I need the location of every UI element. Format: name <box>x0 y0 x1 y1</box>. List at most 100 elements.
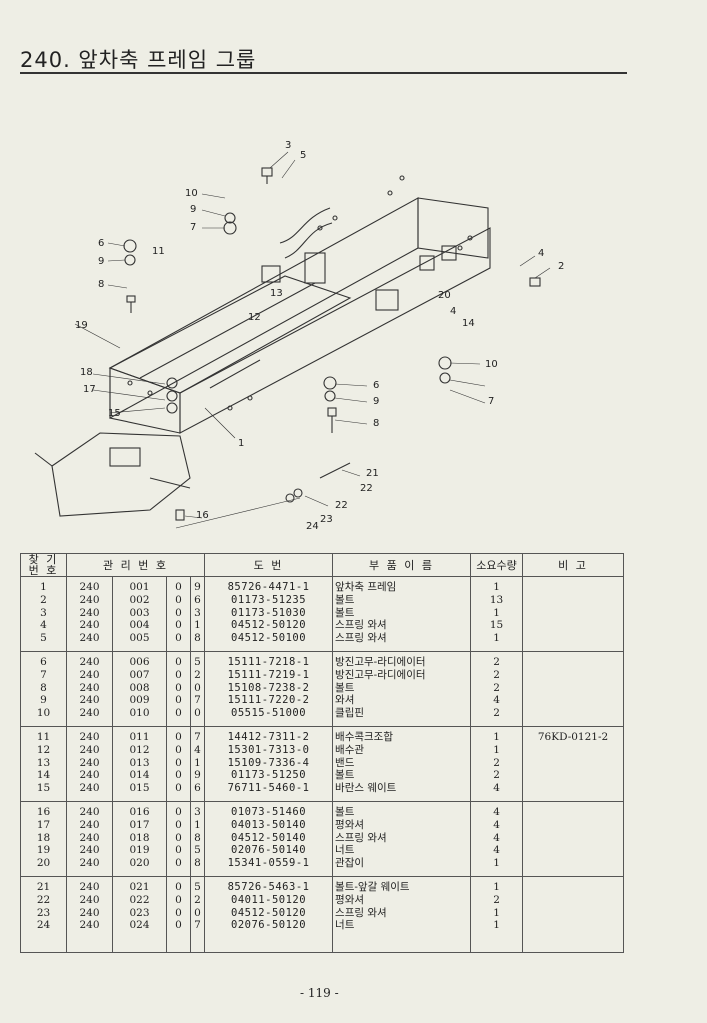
leader-lines <box>74 151 551 529</box>
cell-remark <box>522 906 625 920</box>
cell-drawing: 14412-7311-2 <box>204 726 334 744</box>
callout-label: 4 <box>538 248 545 259</box>
cell-no: 8 <box>20 681 67 695</box>
callout-label: 6 <box>373 380 380 391</box>
cell-a: 240 <box>66 606 113 620</box>
title-rule <box>20 72 627 74</box>
callout-label: 22 <box>335 500 348 511</box>
cell-remark <box>522 651 625 669</box>
cell-a: 240 <box>66 801 113 819</box>
cell-b: 018 <box>112 831 167 845</box>
cell-b: 021 <box>112 876 167 894</box>
cell-qty: 1 <box>470 743 524 757</box>
callout-label: 16 <box>196 510 209 521</box>
cell-remark <box>522 801 625 819</box>
callout-label: 7 <box>488 396 495 407</box>
callout-label: 21 <box>366 468 379 479</box>
cell-remark <box>522 919 625 933</box>
cell-b: 009 <box>112 694 167 708</box>
cell-drawing: 01173-51235 <box>204 593 334 607</box>
cell-b: 006 <box>112 651 167 669</box>
cell-drawing: 04011-50120 <box>204 893 334 907</box>
page-title: 240. 앞차축 프레임 그룹 <box>20 48 257 72</box>
cell-drawing: 15111-7220-2 <box>204 694 334 708</box>
cell-d: 7 <box>189 694 206 708</box>
cell-remark <box>522 576 625 594</box>
cell-c: 0 <box>166 651 191 669</box>
cell-c: 0 <box>166 576 191 594</box>
cell-no: 15 <box>20 782 67 802</box>
cell-b: 014 <box>112 769 167 783</box>
cell-a: 240 <box>66 782 113 802</box>
cell-d: 5 <box>189 876 206 894</box>
cell-no: 9 <box>20 694 67 708</box>
callout-label: 2 <box>558 261 565 272</box>
cell-no: 22 <box>20 893 67 907</box>
cell-c: 0 <box>166 769 191 783</box>
cell-c: 0 <box>166 756 191 770</box>
cell-part-name: 스프링 와셔 <box>332 619 472 633</box>
cell-part-name: 볼트 <box>332 606 472 620</box>
header-drawing-no: 도 번 <box>204 553 334 577</box>
balance-weight-drawing <box>34 432 191 517</box>
cell-no: 21 <box>20 876 67 894</box>
callout-label: 11 <box>152 246 165 257</box>
cell-b: 002 <box>112 593 167 607</box>
cell-remark <box>522 769 625 783</box>
cell-qty: 2 <box>470 893 524 907</box>
cell-d: 1 <box>189 818 206 832</box>
cell-drawing: 15301-7313-0 <box>204 743 334 757</box>
cell-d: 6 <box>189 782 206 802</box>
cell-qty: 1 <box>470 919 524 933</box>
callout-label: 22 <box>360 483 373 494</box>
cell-part-name: 앞차축 프레임 <box>332 576 472 594</box>
cell-part-name: 클립핀 <box>332 707 472 727</box>
header-find-no: 찾 기 번 호 <box>20 553 67 577</box>
exploded-parts-diagram: 3 5 10 9 7 6 11 9 8 4 2 13 20 4 12 14 19… <box>30 138 610 548</box>
cell-b: 007 <box>112 668 167 682</box>
cell-c: 0 <box>166 694 191 708</box>
table-row-spacer <box>20 932 625 954</box>
cell-a: 240 <box>66 818 113 832</box>
cell-c: 0 <box>166 876 191 894</box>
cell-qty: 2 <box>470 681 524 695</box>
cell-part-name: 방진고무-라디에이터 <box>332 668 472 682</box>
cell-remark <box>522 606 625 620</box>
cell-drawing: 02076-50140 <box>204 844 334 858</box>
cell-remark <box>522 893 625 907</box>
callout-label: 17 <box>83 384 96 395</box>
cell-c: 0 <box>166 743 191 757</box>
cell-drawing: 15109-7336-4 <box>204 756 334 770</box>
cell-no: 1 <box>20 576 67 594</box>
cell-qty: 4 <box>470 818 524 832</box>
cell-a: 240 <box>66 619 113 633</box>
cell-qty: 1 <box>470 576 524 594</box>
callout-label: 9 <box>98 256 105 267</box>
cell-remark <box>522 743 625 757</box>
cell-no: 17 <box>20 818 67 832</box>
cell-c: 0 <box>166 632 191 652</box>
cell-qty: 4 <box>470 801 524 819</box>
callout-label: 20 <box>438 290 451 301</box>
header-part-name: 부 품 이 름 <box>332 553 472 577</box>
callout-label: 8 <box>373 418 380 429</box>
cell-part-name: 방진고무-라디에이터 <box>332 651 472 669</box>
cell-qty: 1 <box>470 632 524 652</box>
cell-drawing: 15111-7218-1 <box>204 651 334 669</box>
cell-drawing: 05515-51000 <box>204 707 334 727</box>
cell-remark <box>522 756 625 770</box>
table-header-row: 찾 기 번 호 관 리 번 호 도 번 부 품 이 름 소요수량 비 고 <box>20 553 625 577</box>
cell-drawing: 04512-50120 <box>204 906 334 920</box>
cell-d: 1 <box>189 756 206 770</box>
cell-remark <box>522 876 625 894</box>
cell-a: 240 <box>66 681 113 695</box>
